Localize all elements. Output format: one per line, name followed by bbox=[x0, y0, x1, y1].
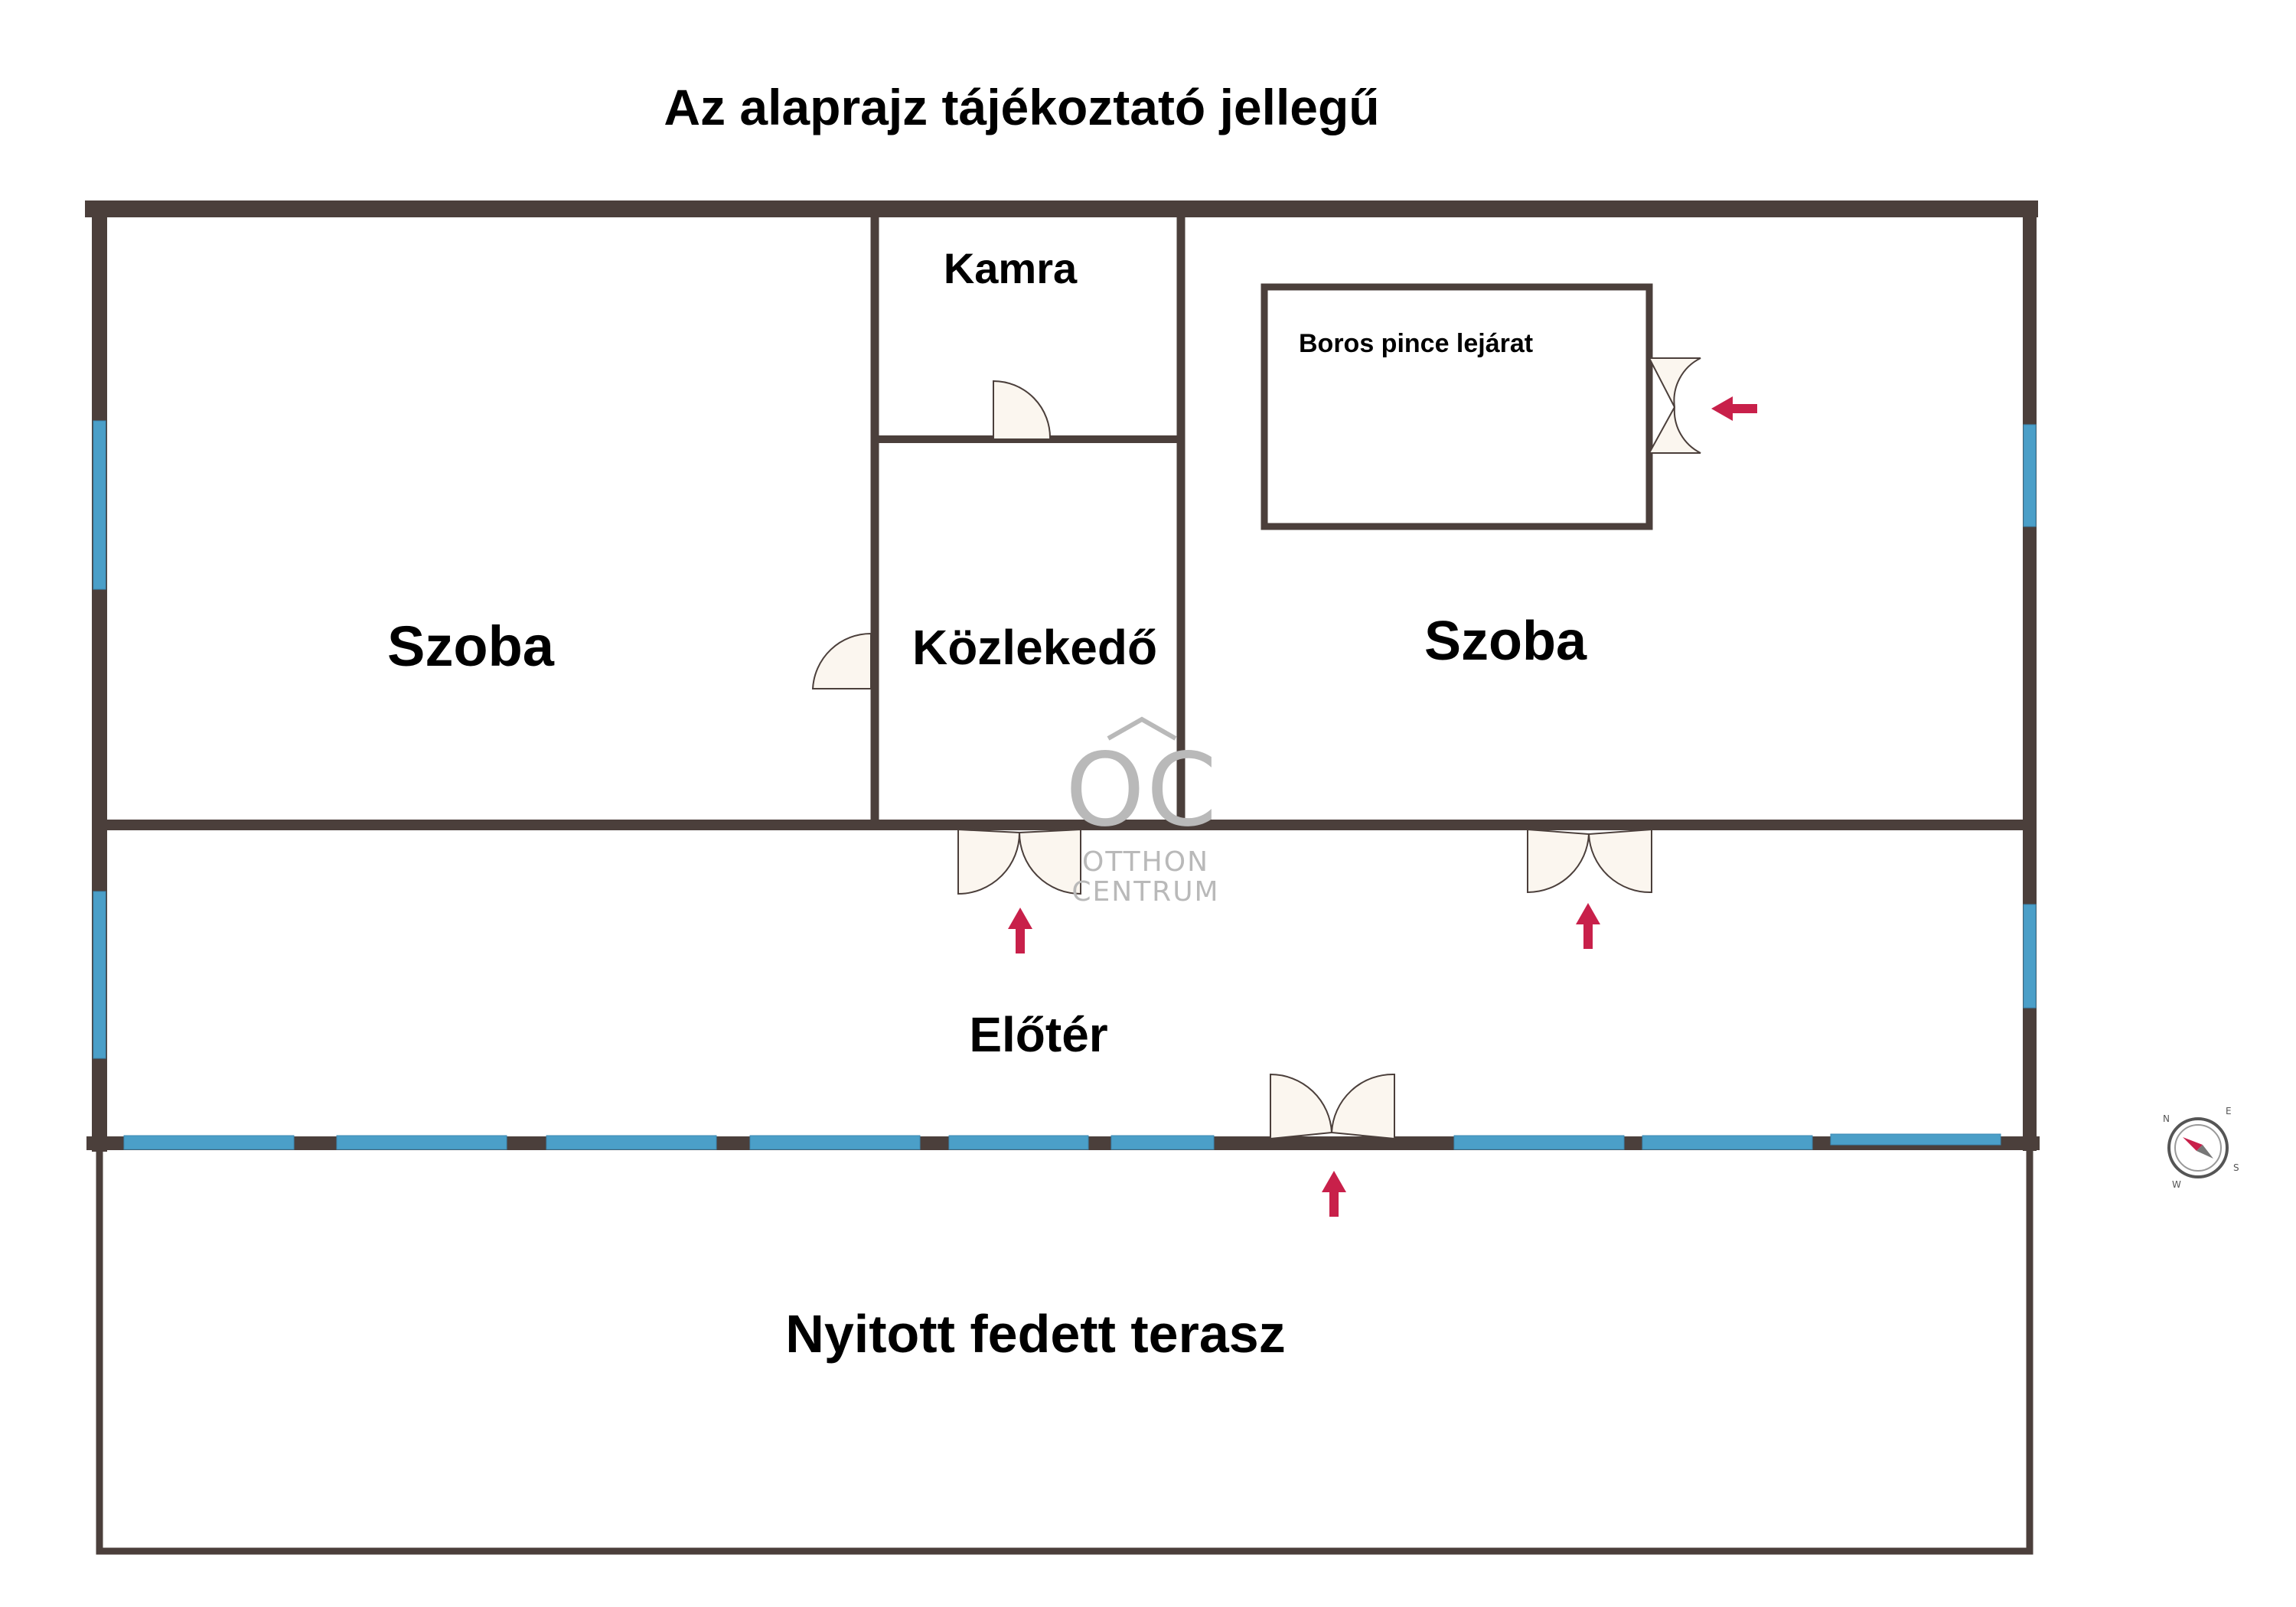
entry-arrow-icon bbox=[1008, 908, 1032, 953]
compass-w: W bbox=[2172, 1179, 2181, 1190]
entry-arrow-icon bbox=[1322, 1171, 1346, 1217]
door-swing-icon bbox=[1648, 406, 1701, 454]
room-label-eloter: Előtér bbox=[969, 1007, 1107, 1062]
room-label-szoba-right: Szoba bbox=[1424, 611, 1587, 672]
door-swing-icon bbox=[1527, 828, 1590, 894]
otthon-centrum-logo: OC OTTHON CENTRUM bbox=[1065, 716, 1219, 908]
logo-line-2: CENTRUM bbox=[1071, 876, 1219, 908]
door-swing-icon bbox=[1587, 828, 1652, 894]
door-swing-icon bbox=[1330, 1073, 1395, 1140]
plan-title: Az alaprajz tájékoztató jellegű bbox=[664, 79, 1379, 135]
windows bbox=[93, 420, 2037, 1150]
entry-arrow-icon bbox=[1576, 903, 1600, 949]
room-label-kozlekedo: Közlekedő bbox=[912, 620, 1157, 675]
door-swing-icon bbox=[1648, 357, 1701, 408]
compass-s: S bbox=[2233, 1162, 2239, 1173]
room-label-boros-pince: Boros pince lejárat bbox=[1299, 329, 1533, 358]
doors bbox=[811, 357, 1701, 1140]
compass-e: E bbox=[2226, 1106, 2232, 1116]
room-label-terasz: Nyitott fedett terasz bbox=[785, 1304, 1285, 1364]
compass-n: N bbox=[2163, 1113, 2170, 1124]
door-swing-icon bbox=[1270, 1073, 1333, 1140]
door-swing-icon bbox=[1018, 828, 1081, 895]
door-swing-icon bbox=[957, 828, 1021, 895]
logo-mark: OC bbox=[1065, 732, 1218, 849]
room-labels: Szoba Kamra Közlekedő Boros pince lejára… bbox=[387, 244, 1587, 1364]
compass-icon: N E S W bbox=[2163, 1106, 2239, 1190]
door-swing-icon bbox=[993, 380, 1052, 440]
door-swing-icon bbox=[811, 632, 872, 689]
room-label-kamra: Kamra bbox=[944, 244, 1078, 292]
entry-arrow-icon bbox=[1711, 396, 1757, 421]
logo-line-1: OTTHON bbox=[1082, 846, 1209, 878]
room-label-szoba-left: Szoba bbox=[387, 614, 555, 678]
